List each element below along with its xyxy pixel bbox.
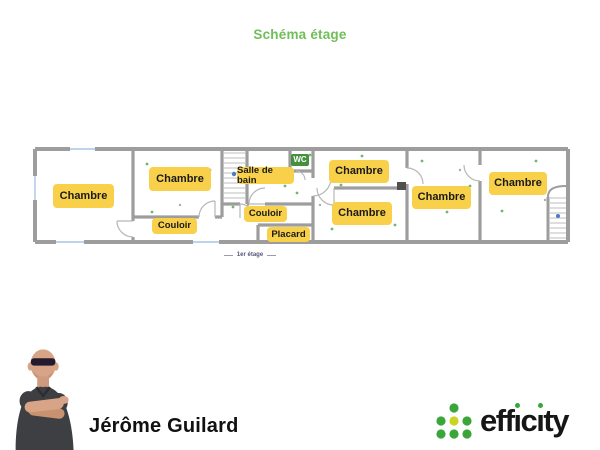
caption-text: 1er étage <box>236 252 264 258</box>
wordmark-part: c <box>520 403 538 438</box>
agent-name: Jérôme Guilard <box>89 415 239 437</box>
room-label-wc: WC <box>291 154 309 166</box>
room-label-chambre-4: Chambre <box>332 202 392 225</box>
room-label-chambre-6: Chambre <box>489 172 547 195</box>
wordmark-i: ı <box>536 398 545 444</box>
room-label-chambre-1: Chambre <box>53 184 114 208</box>
room-label-chambre-5: Chambre <box>412 186 471 209</box>
room-label-couloir-1: Couloir <box>152 218 197 234</box>
room-label-placard: Placard <box>267 227 310 242</box>
efficity-wordmark: effıcıty <box>480 398 569 444</box>
efficity-logo: effıcıty <box>431 398 569 444</box>
stairs-left-icon <box>224 152 245 199</box>
page-title: Schéma étage <box>253 27 347 42</box>
stairs-right-icon <box>546 185 568 242</box>
chimney-block <box>397 182 406 190</box>
wordmark-i: ı <box>513 398 522 444</box>
plan-walls <box>33 147 570 244</box>
plan-windows <box>32 146 219 245</box>
wordmark-part: eff <box>480 403 515 438</box>
room-label-chambre-3: Chambre <box>329 160 389 183</box>
efficity-dots-icon <box>436 403 472 439</box>
room-label-salle-de-bain: Salle de bain <box>237 166 294 185</box>
room-label-couloir-2: Couloir <box>244 206 287 222</box>
caption-dash-right <box>267 254 277 256</box>
sunglasses-icon <box>30 358 56 366</box>
caption-dash-left <box>223 254 233 256</box>
plan-caption: 1er étage <box>205 250 295 260</box>
agent-photo <box>15 349 74 450</box>
room-label-chambre-2: Chambre <box>149 167 211 191</box>
wordmark-part: ty <box>543 403 569 438</box>
